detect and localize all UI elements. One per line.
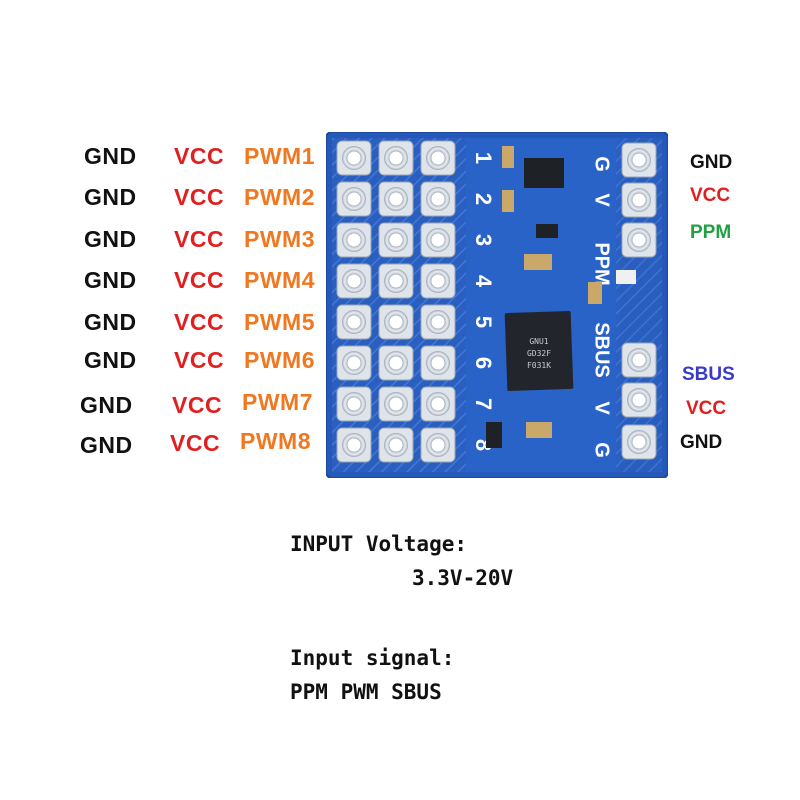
silk-channel-number: 1	[471, 152, 496, 164]
pin-label-pwm-6: PWM6	[244, 347, 315, 373]
chip-line-1: GNU1	[529, 337, 548, 346]
mcu-chip: GNU1 GD32F F031K	[504, 310, 574, 392]
right-label-gnd-top: GND	[690, 152, 733, 173]
pin-label-gnd-7: GND	[80, 392, 133, 418]
pin-label-pwm-4: PWM4	[244, 267, 315, 293]
pin-label-vcc-6: VCC	[174, 347, 225, 373]
pin-label-pwm-3: PWM3	[244, 226, 315, 252]
pin-pads	[336, 140, 657, 463]
pin-label-vcc-5: VCC	[174, 309, 225, 335]
pin-pad	[378, 140, 414, 176]
pin-pad	[420, 427, 456, 463]
right-label-gnd-bottom: GND	[680, 432, 723, 453]
pin-label-pwm-1: PWM1	[244, 143, 315, 169]
pin-label-gnd-3: GND	[84, 226, 137, 252]
pin-label-vcc-8: VCC	[170, 430, 221, 456]
pin-pad	[336, 222, 372, 258]
pin-pad	[378, 222, 414, 258]
pin-label-pwm-5: PWM5	[244, 309, 315, 335]
pin-pad	[621, 142, 657, 178]
pin-label-gnd-4: GND	[84, 267, 137, 293]
silk-right-label: PPM	[591, 242, 613, 285]
pin-pad	[420, 140, 456, 176]
silk-channel-number: 4	[471, 275, 496, 288]
silk-right-label: SBUS	[591, 322, 613, 378]
pin-label-vcc-7: VCC	[172, 392, 223, 418]
chip-line-2: GD32F	[527, 349, 551, 358]
pin-pad	[621, 342, 657, 378]
pin-label-gnd-8: GND	[80, 432, 133, 458]
pin-pad	[378, 263, 414, 299]
pin-pad	[336, 345, 372, 381]
pin-label-vcc-2: VCC	[174, 184, 225, 210]
pin-pad	[378, 345, 414, 381]
pin-pad	[336, 427, 372, 463]
voltage-value: 3.3V-20V	[412, 566, 514, 590]
pin-pad	[420, 181, 456, 217]
pin-pad	[621, 424, 657, 460]
pin-label-pwm-7: PWM7	[242, 389, 313, 415]
pin-pad	[420, 386, 456, 422]
silk-channel-number: 6	[471, 357, 496, 369]
silk-right-label: V	[591, 193, 613, 207]
pin-pad	[420, 304, 456, 340]
pin-label-pwm-2: PWM2	[244, 184, 315, 210]
pin-label-gnd-2: GND	[84, 184, 137, 210]
pin-pad	[420, 345, 456, 381]
silk-right-label: G	[591, 442, 613, 458]
pin-pad	[420, 263, 456, 299]
pin-label-gnd-6: GND	[84, 347, 137, 373]
smd-components	[486, 146, 636, 448]
pin-pad	[336, 386, 372, 422]
signal-heading: Input signal:	[290, 646, 455, 670]
pin-label-vcc-4: VCC	[174, 267, 225, 293]
silk-channel-number: 2	[471, 193, 496, 205]
pin-pad	[621, 182, 657, 218]
right-label-vcc-bottom: VCC	[686, 398, 727, 419]
signal-values: PPM PWM SBUS	[290, 680, 442, 704]
pin-label-gnd-5: GND	[84, 309, 137, 335]
pin-pad	[420, 222, 456, 258]
silk-channel-number: 5	[471, 316, 496, 328]
pin-pad	[378, 427, 414, 463]
pin-pad	[336, 181, 372, 217]
right-label-ppm: PPM	[690, 222, 732, 243]
silk-channel-number: 7	[471, 398, 496, 410]
pin-pad	[621, 222, 657, 258]
silk-channel-number: 3	[471, 234, 496, 246]
pin-pad	[378, 386, 414, 422]
pin-label-vcc-3: VCC	[174, 226, 225, 252]
pin-pad	[621, 382, 657, 418]
pin-pad	[378, 304, 414, 340]
pin-label-gnd-1: GND	[84, 143, 137, 169]
pin-pad	[336, 263, 372, 299]
pin-label-pwm-8: PWM8	[240, 428, 311, 454]
silk-right-label: V	[591, 401, 613, 415]
silk-right-label: G	[591, 156, 613, 172]
right-label-vcc-top: VCC	[690, 185, 731, 206]
pcb-trace-area	[466, 138, 620, 472]
pin-label-vcc-1: VCC	[174, 143, 225, 169]
chip-line-3: F031K	[527, 361, 551, 370]
right-label-sbus: SBUS	[682, 364, 735, 385]
pin-pad	[336, 140, 372, 176]
pin-pad	[336, 304, 372, 340]
pin-pad	[378, 181, 414, 217]
voltage-heading: INPUT Voltage:	[290, 532, 468, 556]
